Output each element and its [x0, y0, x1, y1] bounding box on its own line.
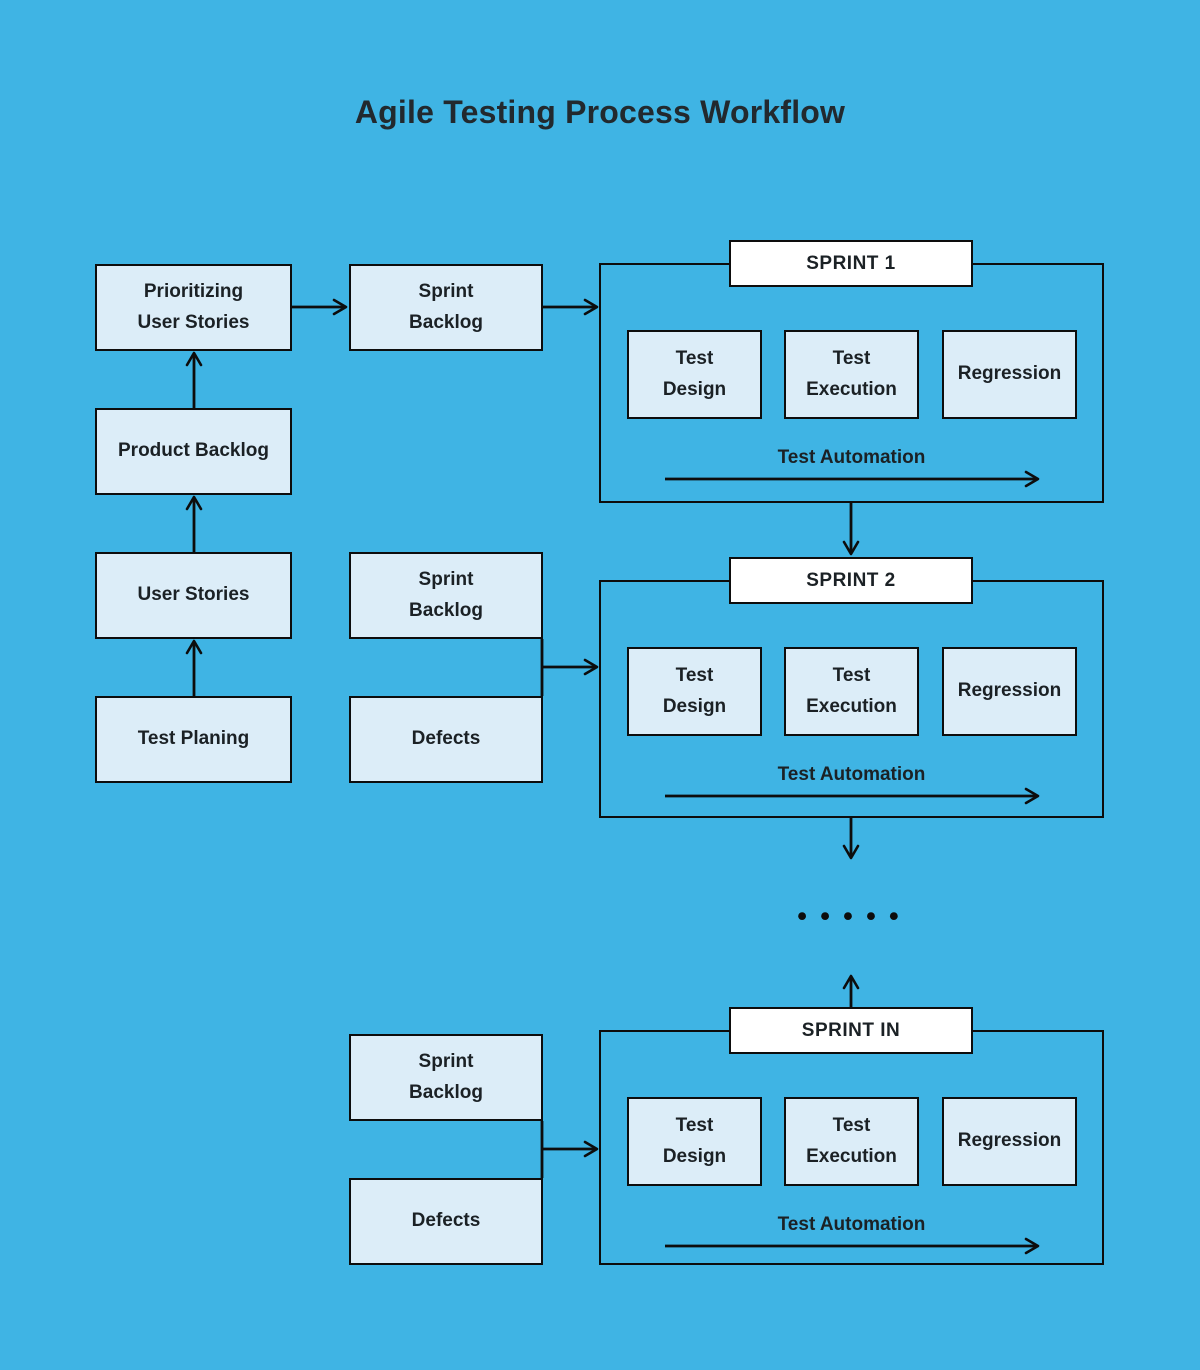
sprint-2-label: SPRINT 2	[729, 557, 973, 604]
sprint-1-test-design-box: Test Design	[627, 330, 762, 419]
sprint-2-test-automation-label: Test Automation	[777, 764, 926, 785]
sprint-2-regression-box: Regression	[942, 647, 1077, 736]
product-backlog-box: Product Backlog	[95, 408, 292, 495]
test-planing-box: Test Planing	[95, 696, 292, 783]
sprint-2-test-design-box: Test Design	[627, 647, 762, 736]
sprint-1-regression-box: Regression	[942, 330, 1077, 419]
sprint-1-label: SPRINT 1	[729, 240, 973, 287]
defects-2-box: Defects	[349, 1178, 543, 1265]
sprint-in-test-execution-box: Test Execution	[784, 1097, 919, 1186]
sprint-backlog-2-box: Sprint Backlog	[349, 552, 543, 639]
defects-1-box: Defects	[349, 696, 543, 783]
sprint-in-test-automation-label: Test Automation	[777, 1214, 926, 1235]
more-sprints-ellipsis: •••••	[794, 902, 909, 933]
sprint-1-test-automation-label: Test Automation	[777, 447, 926, 468]
sprint-backlog-3-box: Sprint Backlog	[349, 1034, 543, 1121]
sprint-1-test-execution-box: Test Execution	[784, 330, 919, 419]
sprint-in-label: SPRINT IN	[729, 1007, 973, 1054]
prioritizing-user-stories-box: Prioritizing User Stories	[95, 264, 292, 351]
diagram-title: Agile Testing Process Workflow	[354, 94, 846, 130]
sprint-in-test-design-box: Test Design	[627, 1097, 762, 1186]
user-stories-box: User Stories	[95, 552, 292, 639]
sprint-2-test-execution-box: Test Execution	[784, 647, 919, 736]
sprint-backlog-1-box: Sprint Backlog	[349, 264, 543, 351]
sprint-in-regression-box: Regression	[942, 1097, 1077, 1186]
